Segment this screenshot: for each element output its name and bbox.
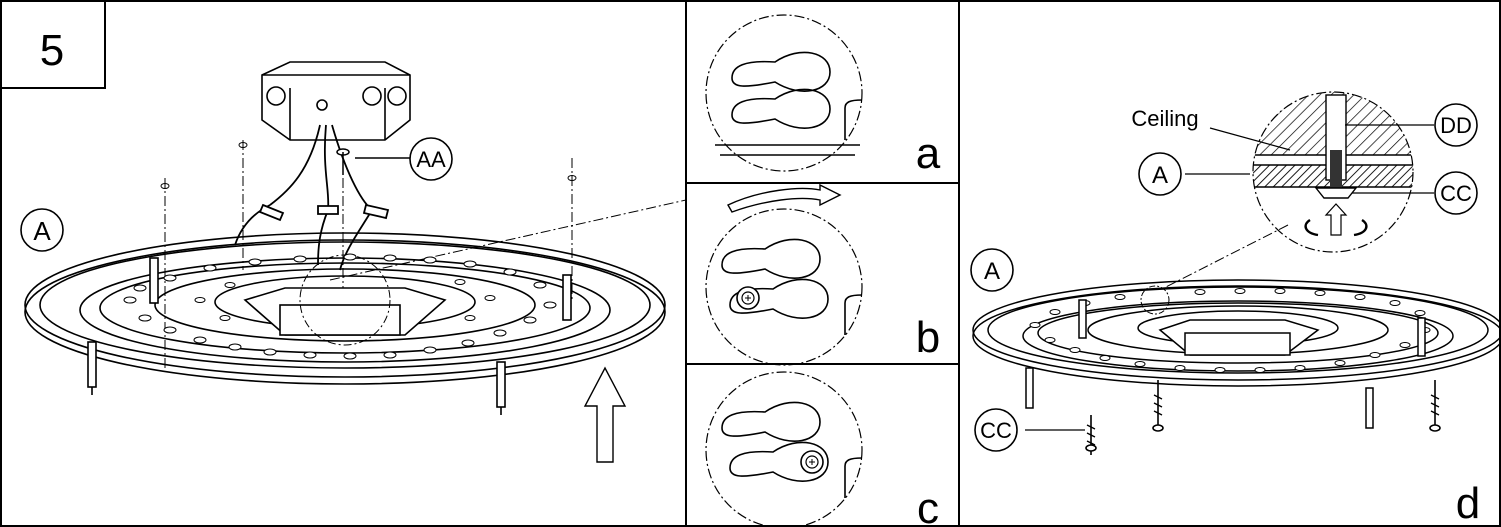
fixture-base bbox=[24, 232, 666, 385]
detail-b-letter: b bbox=[916, 313, 940, 362]
svg-text:A: A bbox=[1152, 162, 1168, 189]
led-dots-d bbox=[1029, 288, 1431, 373]
svg-text:A: A bbox=[33, 216, 51, 246]
fixture-posts-d bbox=[1025, 299, 1426, 429]
callout-a-d: A bbox=[970, 248, 1014, 292]
callout-dd: DD bbox=[1434, 103, 1478, 147]
left-panel bbox=[24, 61, 687, 463]
step-number: 5 bbox=[40, 26, 64, 75]
up-arrow bbox=[583, 366, 627, 463]
detail-c-letter: c bbox=[917, 484, 939, 527]
svg-text:CC: CC bbox=[980, 418, 1012, 443]
callout-aa: AA bbox=[409, 137, 453, 181]
ceiling-section bbox=[1253, 92, 1413, 199]
detail-c: c bbox=[705, 371, 939, 527]
svg-text:DD: DD bbox=[1440, 113, 1472, 138]
callout-a-inset: A bbox=[1138, 152, 1182, 196]
fixture-posts bbox=[87, 257, 572, 415]
svg-text:AA: AA bbox=[416, 147, 446, 172]
callout-cc-bottom: CC bbox=[974, 408, 1018, 452]
detail-d: d bbox=[972, 91, 1501, 527]
detail-d-letter: d bbox=[1456, 479, 1480, 527]
wires bbox=[234, 124, 390, 271]
rotate-arrow bbox=[727, 183, 842, 213]
led-dots bbox=[123, 253, 557, 360]
callout-cc-inset: CC bbox=[1434, 171, 1478, 215]
screw-aa bbox=[336, 148, 410, 175]
ceiling-label: Ceiling bbox=[1131, 106, 1198, 131]
detail-a-letter: a bbox=[916, 129, 941, 178]
detail-b: b bbox=[705, 183, 940, 366]
junction-box bbox=[261, 61, 411, 141]
screws-cc-d bbox=[1025, 380, 1441, 455]
svg-text:A: A bbox=[984, 258, 1000, 285]
svg-text:CC: CC bbox=[1440, 181, 1472, 206]
callout-a-left: A bbox=[20, 208, 64, 252]
fixture-base-d bbox=[972, 279, 1501, 387]
detail-a: a bbox=[705, 14, 941, 178]
step-number-box: 5 bbox=[0, 0, 106, 89]
